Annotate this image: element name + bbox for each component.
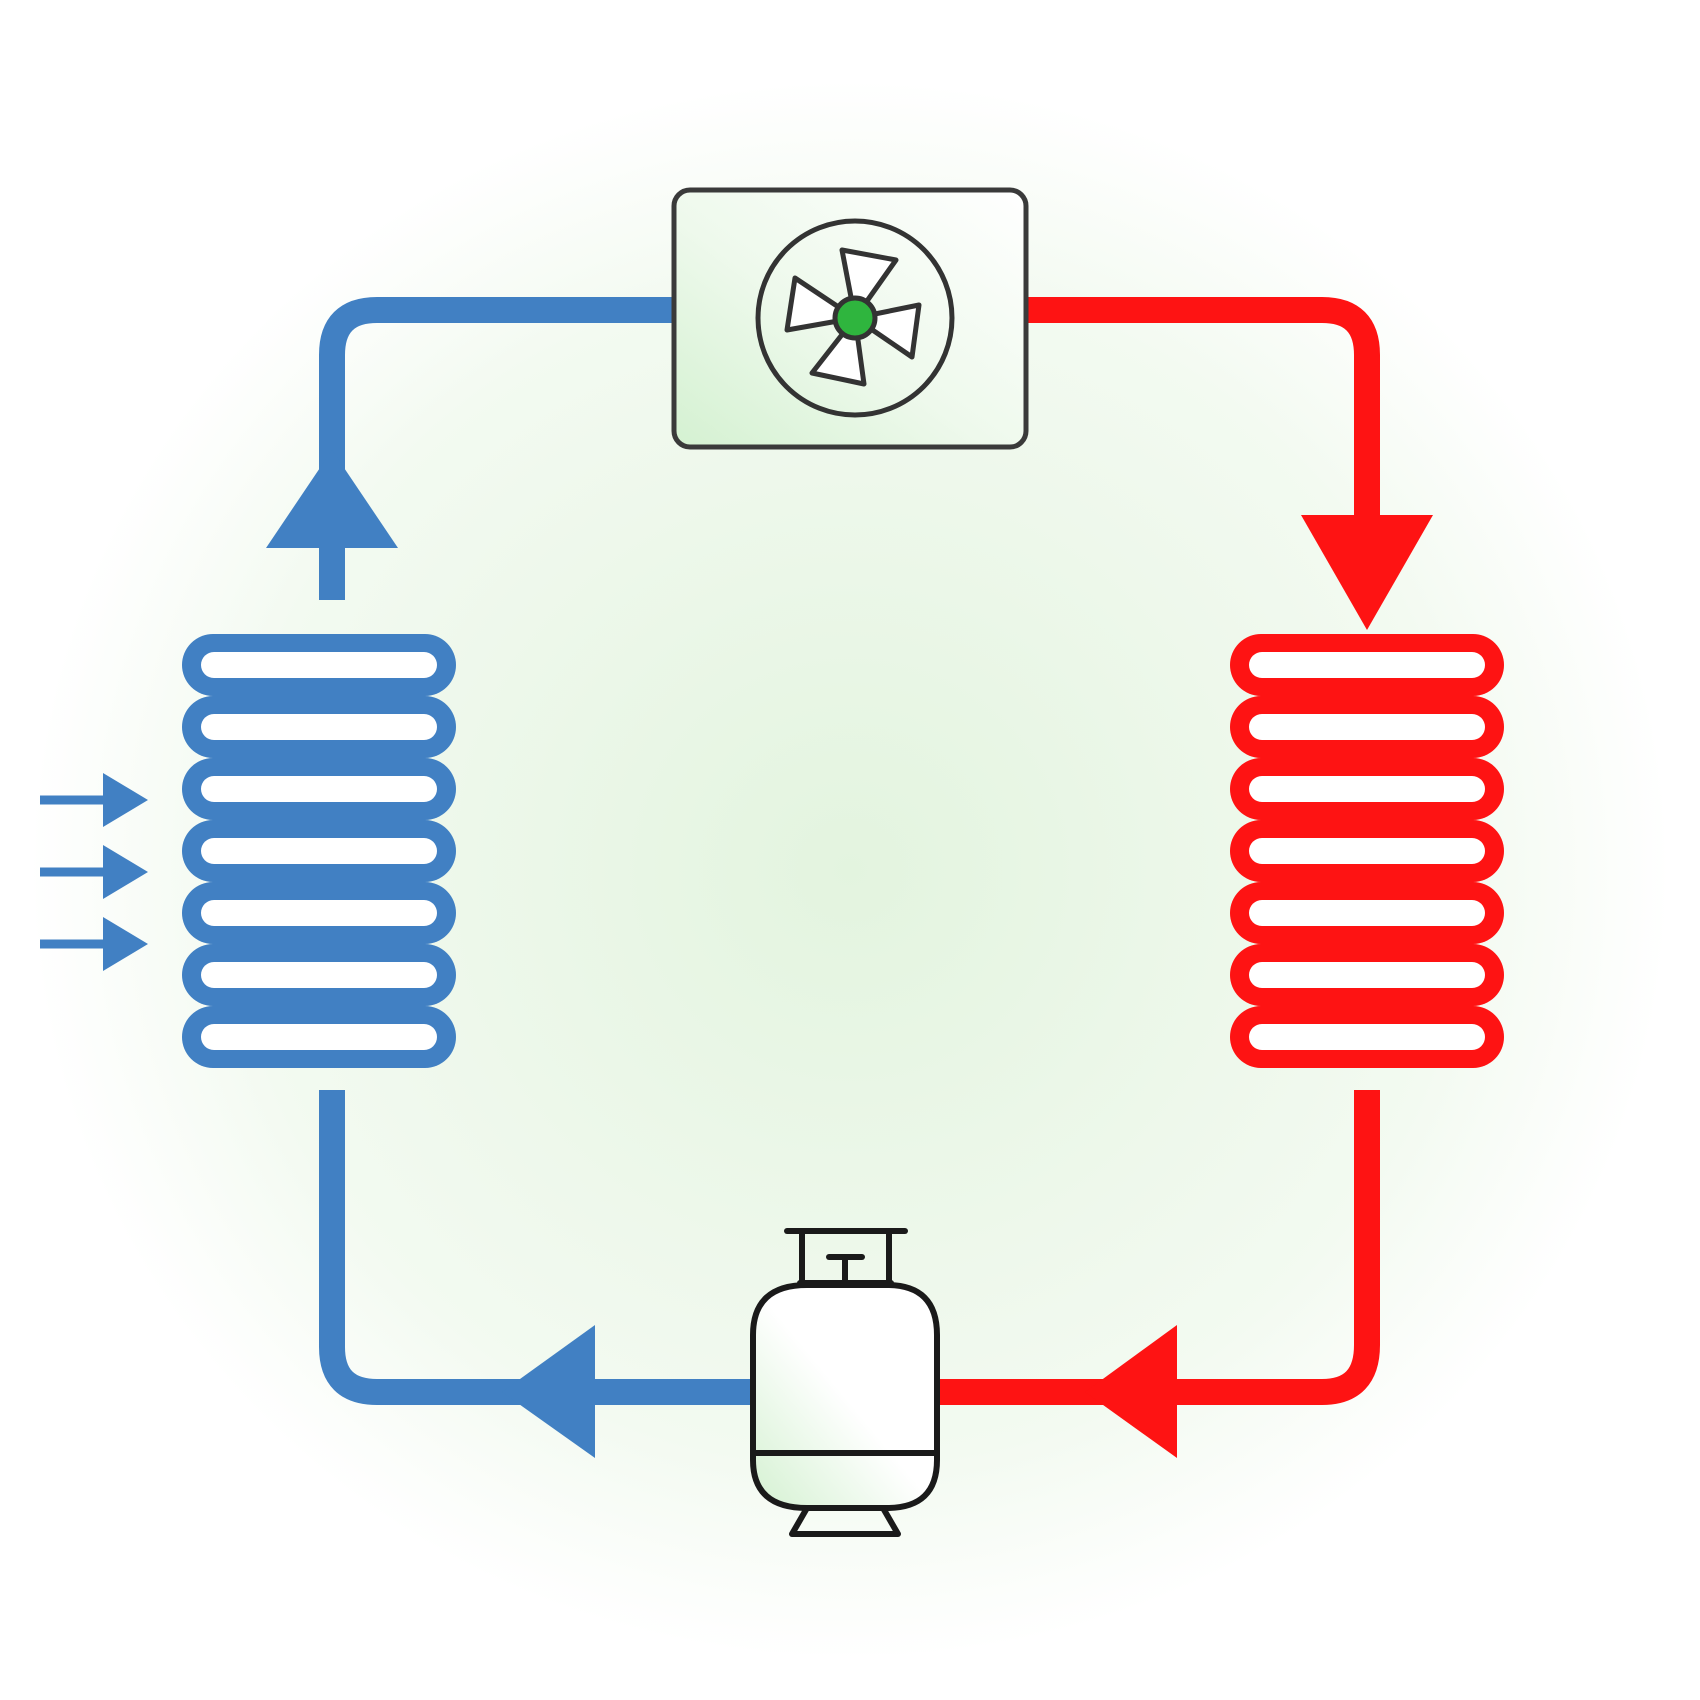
liquid-line-flow-arrow — [1085, 1325, 1177, 1458]
receiver-tank — [750, 1228, 940, 1537]
condenser-coil — [1230, 634, 1504, 1068]
evaporator-coil-loop-gap — [201, 962, 437, 988]
condenser-coil-loop-gap — [1249, 1024, 1485, 1050]
background-glow — [30, 80, 1670, 1660]
evaporator-coil-loop-gap — [201, 714, 437, 740]
suction-flow-arrow — [266, 450, 398, 548]
expansion-line-pipe — [319, 1090, 750, 1405]
airflow-arrows — [40, 773, 148, 971]
fan-hub — [832, 295, 878, 341]
gas-cylinder-icon — [750, 1228, 940, 1537]
evaporator-coil-loop-gap — [201, 838, 437, 864]
condenser-coil-loop-gap — [1249, 776, 1485, 802]
condenser-coil-loop-gap — [1249, 838, 1485, 864]
evaporator-coil-loop-gap — [201, 776, 437, 802]
evaporator-coil — [182, 634, 456, 1068]
condenser-coil-loop-gap — [1249, 714, 1485, 740]
expansion-line-flow-arrow — [502, 1325, 595, 1458]
condenser-coil-loop-gap — [1249, 900, 1485, 926]
discharge-flow-arrow — [1301, 515, 1433, 630]
compressor — [671, 187, 1029, 450]
suction-pipe — [319, 297, 680, 600]
condenser-coil-loop-gap — [1249, 962, 1485, 988]
evaporator-coil-loop-gap — [201, 1024, 437, 1050]
liquid-line-pipe — [940, 1090, 1380, 1405]
arrow-right-icon — [103, 845, 148, 899]
discharge-pipe — [1022, 297, 1380, 520]
evaporator-coil-loop-gap — [201, 652, 437, 678]
arrow-right-icon — [103, 917, 148, 971]
fan-icon — [755, 218, 955, 418]
evaporator-coil-loop-gap — [201, 900, 437, 926]
arrow-right-icon — [103, 773, 148, 827]
condenser-coil-loop-gap — [1249, 652, 1485, 678]
